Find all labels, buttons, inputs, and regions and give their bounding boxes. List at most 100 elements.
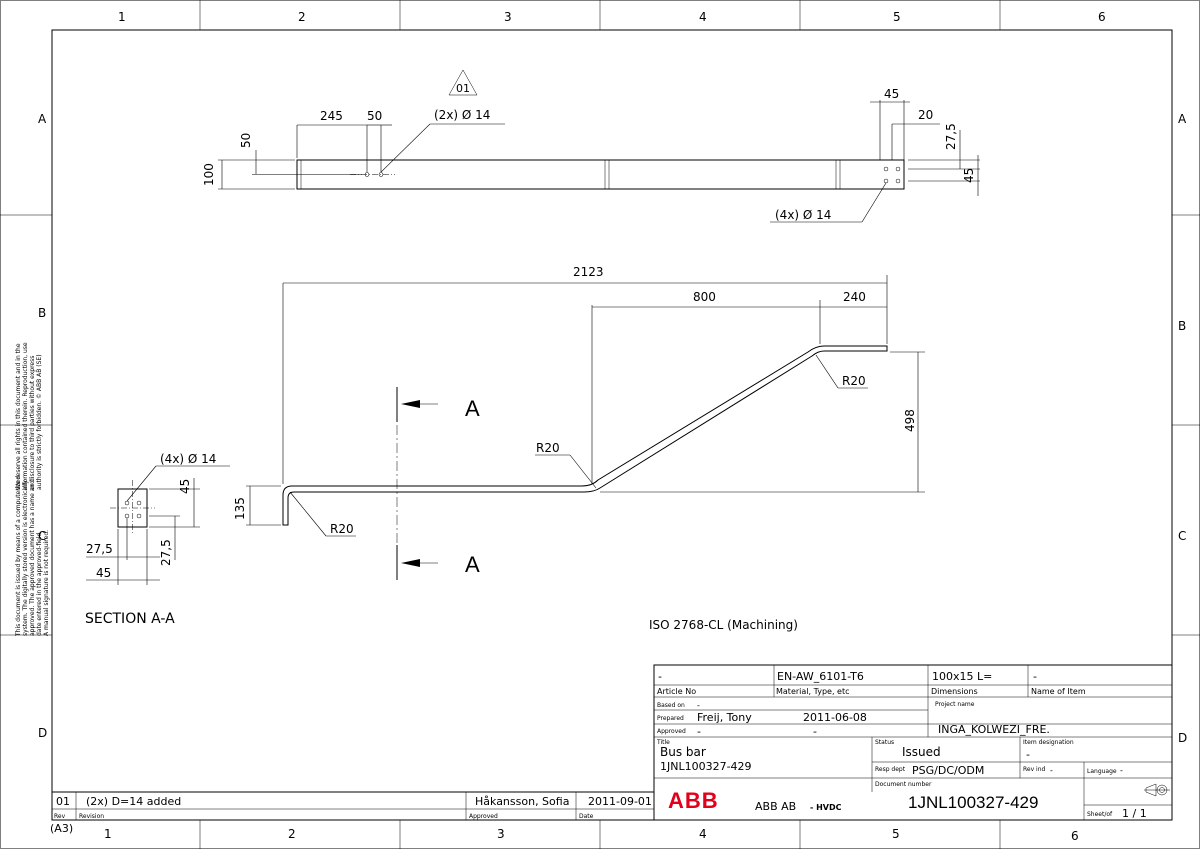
approved-date: -	[813, 725, 817, 738]
confidentiality-line-4: authority is strictly forbidden. © ABB A…	[36, 354, 43, 490]
radius-r20-middle: R20	[536, 441, 560, 455]
grid-row-c-right: C	[1178, 529, 1186, 543]
hole-right-3	[883, 178, 889, 184]
dim-800: 800	[693, 290, 716, 304]
approved-value: -	[697, 725, 701, 738]
sheet-label: Sheet/of	[1087, 811, 1113, 818]
top-view: 01 245 50 (2x) Ø 14 100 50 45 20 27,5	[202, 69, 980, 223]
confidentiality-line-5: This document is issued by means of a co…	[15, 476, 22, 637]
radius-r20-top: R20	[842, 374, 866, 388]
dim-100: 100	[202, 163, 216, 186]
section-label-a-bottom: A	[465, 552, 480, 577]
dim-45-top: 45	[884, 87, 899, 101]
grid-row-a-right: A	[1178, 112, 1187, 126]
revision-header-rev: Rev	[54, 813, 66, 820]
revision-number: 01	[56, 795, 70, 808]
grid-row-c-left: C	[38, 529, 46, 543]
revision-block: 01 (2x) D=14 added Håkansson, Sofia 2011…	[52, 791, 654, 820]
dim-498: 498	[903, 409, 917, 432]
revision-description: (2x) D=14 added	[86, 795, 181, 808]
title-label: Title	[656, 739, 670, 746]
project-name-label: Project name	[935, 701, 975, 708]
title-line-2: 1JNL100327-429	[660, 760, 752, 773]
grid-col-2-top: 2	[298, 10, 306, 24]
rev-ind-value: -	[1050, 766, 1053, 775]
hole-callout-left: (2x) Ø 14	[434, 108, 490, 122]
confidentiality-line-3: or disclosure to third parties without e…	[29, 356, 36, 490]
section-label-a-top: A	[465, 396, 480, 421]
revision-header-date: Date	[579, 813, 594, 820]
abb-logo: ABB	[668, 788, 719, 813]
prepared-by: Freij, Tony	[697, 711, 752, 724]
section-dim-45-horizontal: 45	[96, 566, 111, 580]
section-title: SECTION A-A	[85, 611, 175, 627]
grid-row-d-right: D	[1178, 731, 1187, 745]
tolerance-note: ISO 2768-CL (Machining)	[649, 618, 798, 632]
grid-column-labels-bottom: 1 2 3 4 5 6	[104, 827, 1079, 843]
grid-row-b-right: B	[1178, 319, 1186, 333]
confidentiality-line-2: information contained therein. Reproduct…	[22, 342, 29, 490]
abb-logo-text: ABB	[668, 788, 719, 813]
revision-marker: 01	[456, 82, 470, 95]
resp-dept-label: Resp dept	[875, 766, 906, 773]
article-no-value: -	[658, 670, 662, 683]
grid-col-4-top: 4	[699, 10, 707, 24]
project-name-value: INGA_KOLWEZI_FRE.	[938, 723, 1050, 736]
dim-135: 135	[233, 497, 247, 520]
revision-header-approved: Approved	[469, 813, 498, 820]
resp-dept-value: PSG/DC/ODM	[912, 764, 984, 777]
based-on-value: -	[697, 701, 700, 710]
section-dim-27-5-vertical: 27,5	[159, 539, 173, 566]
grid-col-1-top: 1	[118, 10, 126, 24]
company-name: ABB AB	[755, 800, 796, 813]
revision-header-revision: Revision	[79, 813, 104, 820]
article-no-label: Article No	[657, 687, 696, 696]
grid-column-labels-top: 1 2 3 4 5 6	[118, 10, 1106, 24]
grid-col-5-top: 5	[893, 10, 901, 24]
grid-col-4-bottom: 4	[699, 827, 707, 841]
section-view: (4x) Ø 14 45 27,5 27,5 45 SECTION A-A	[85, 452, 230, 627]
title-line-1: Bus bar	[660, 745, 706, 759]
status-label: Status	[875, 739, 894, 746]
dim-245: 245	[320, 109, 343, 123]
side-view: 2123 800 240 498 135 R20 R20 R20	[233, 265, 925, 580]
name-of-item-value: -	[1033, 670, 1037, 683]
confidentiality-line-8: date entered in the approved-field.	[36, 531, 43, 636]
item-designation-value: -	[1026, 748, 1030, 761]
confidentiality-line-9: A manual signature is not required.	[43, 530, 50, 636]
item-designation-label: Item designation	[1023, 739, 1074, 746]
dim-20: 20	[918, 108, 933, 122]
language-value: -	[1120, 766, 1123, 775]
radius-r20-bottom: R20	[330, 522, 354, 536]
hole-right-1	[883, 166, 889, 172]
prepared-label: Prepared	[657, 715, 684, 722]
dim-27-5: 27,5	[944, 123, 958, 150]
hole-left-1	[364, 172, 370, 177]
grid-row-b-left: B	[38, 306, 46, 320]
confidentiality-line-7: approved. The approved document has a na…	[29, 480, 36, 636]
hole-callout-right: (4x) Ø 14	[775, 208, 831, 222]
revision-date: 2011-09-01	[588, 795, 652, 808]
document-number-label: Document number	[875, 781, 932, 788]
rev-ind-label: Rev ind	[1023, 766, 1046, 773]
section-dim-45: 45	[178, 479, 192, 494]
material-value: EN-AW_6101-T6	[777, 670, 864, 683]
material-label: Material, Type, etc	[776, 687, 850, 696]
grid-row-a-left: A	[38, 112, 47, 126]
revision-approved-by: Håkansson, Sofia	[475, 795, 569, 808]
grid-col-6-top: 6	[1098, 10, 1106, 24]
dim-50-vertical: 50	[239, 133, 253, 148]
name-of-item-label: Name of Item	[1031, 687, 1086, 696]
grid-col-6-bottom: 6	[1071, 829, 1079, 843]
section-dim-27-5-horizontal: 27,5	[86, 542, 113, 556]
grid-col-3-top: 3	[504, 10, 512, 24]
hole-right-2	[895, 166, 901, 172]
title-block: - EN-AW_6101-T6 100x15 L= - Article No M…	[653, 664, 1173, 821]
dimensions-value: 100x15 L=	[932, 670, 992, 683]
grid-col-2-bottom: 2	[288, 827, 296, 841]
dimensions-label: Dimensions	[931, 687, 978, 696]
grid-col-1-bottom: 1	[104, 827, 112, 841]
bus-bar-profile	[282, 345, 888, 526]
status-value: Issued	[902, 745, 941, 759]
